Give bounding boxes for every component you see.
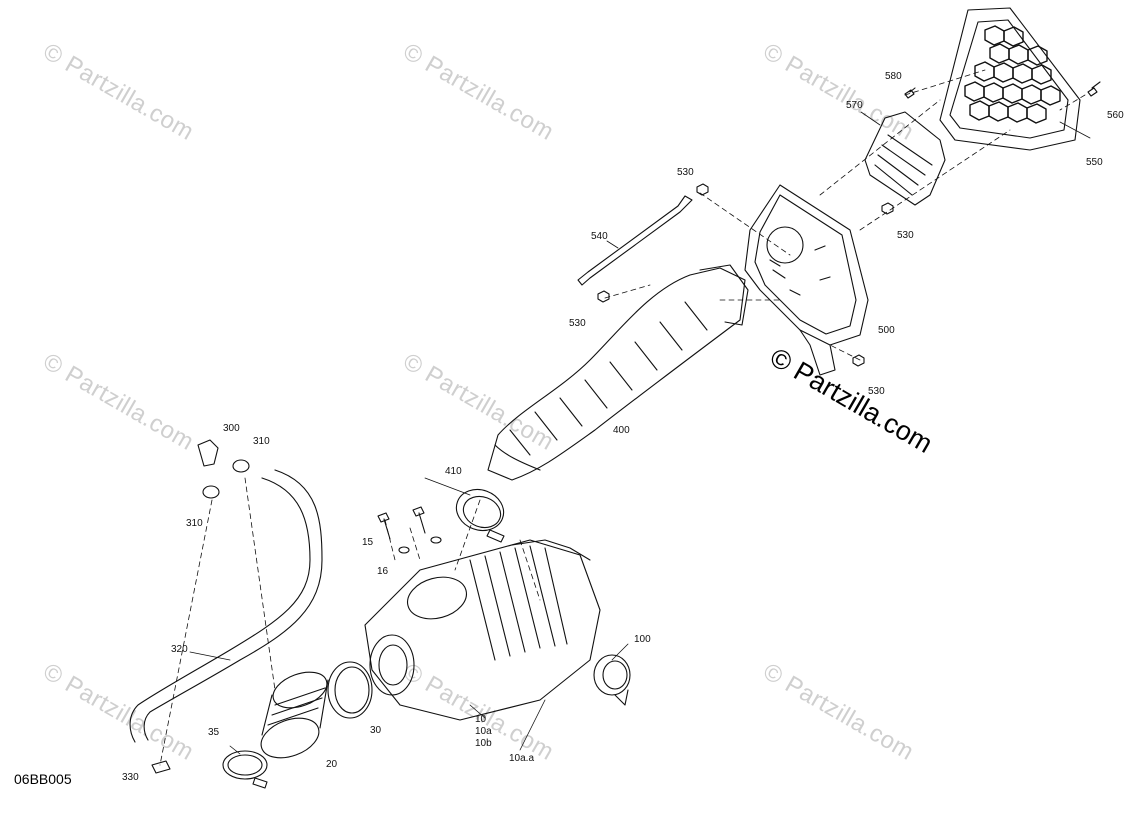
callout-310: 310 (253, 436, 270, 447)
callout-530: 530 (569, 318, 586, 329)
part-400-duct (487, 264, 749, 481)
part-15-bolt (377, 506, 426, 540)
callout-570: 570 (846, 100, 863, 111)
part-530-nut (696, 183, 709, 196)
guide-lines (159, 69, 1086, 766)
part-300-elbow (197, 439, 219, 467)
part-550-screen (939, 7, 1081, 151)
part-310-clamp (202, 459, 250, 499)
callout-20: 20 (326, 759, 338, 770)
part-500-housing (744, 184, 869, 376)
callout-310: 310 (186, 518, 203, 529)
leader-lines (189, 111, 1091, 755)
part-320-hose (129, 469, 323, 743)
callout-100: 100 (634, 634, 651, 645)
part-530-nut (881, 202, 894, 215)
part-16-washer (398, 536, 442, 554)
part-330-clip (151, 760, 171, 774)
callout-540: 540 (591, 231, 608, 242)
callout-300: 300 (223, 423, 240, 434)
callout-530: 530 (897, 230, 914, 241)
callout-10a: 10a (475, 726, 492, 737)
callout-15: 15 (362, 537, 374, 548)
diagram-code: 06BB005 (14, 771, 72, 787)
callout-500: 500 (878, 325, 895, 336)
callout-10a-a: 10a.a (509, 753, 535, 764)
part-10-air-filter-box (364, 539, 601, 721)
part-410-clamp (455, 488, 505, 543)
callout-10b: 10b (475, 738, 492, 749)
part-540-bracket (577, 195, 693, 286)
part-100-cap (593, 654, 631, 706)
callout-16: 16 (377, 566, 389, 577)
callout-330: 330 (122, 772, 139, 783)
part-530-nut (597, 290, 610, 303)
part-570-cover (864, 111, 946, 206)
callout-320: 320 (171, 644, 188, 655)
callout-410: 410 (445, 466, 462, 477)
part-560-screw (1087, 81, 1101, 97)
callout-550: 550 (1086, 157, 1103, 168)
callout-10: 10 (475, 714, 487, 725)
part-530-nut (852, 354, 865, 367)
callout-580: 580 (885, 71, 902, 82)
callout-400: 400 (613, 425, 630, 436)
part-35-clamp (222, 750, 268, 789)
callout-530: 530 (677, 167, 694, 178)
part-20-coupling (260, 671, 329, 759)
callout-530: 530 (868, 386, 885, 397)
callout-560: 560 (1107, 110, 1124, 121)
callout-35: 35 (208, 727, 220, 738)
part-30-clamp (327, 661, 373, 719)
callout-30: 30 (370, 725, 382, 736)
part-580-screw (904, 87, 916, 99)
